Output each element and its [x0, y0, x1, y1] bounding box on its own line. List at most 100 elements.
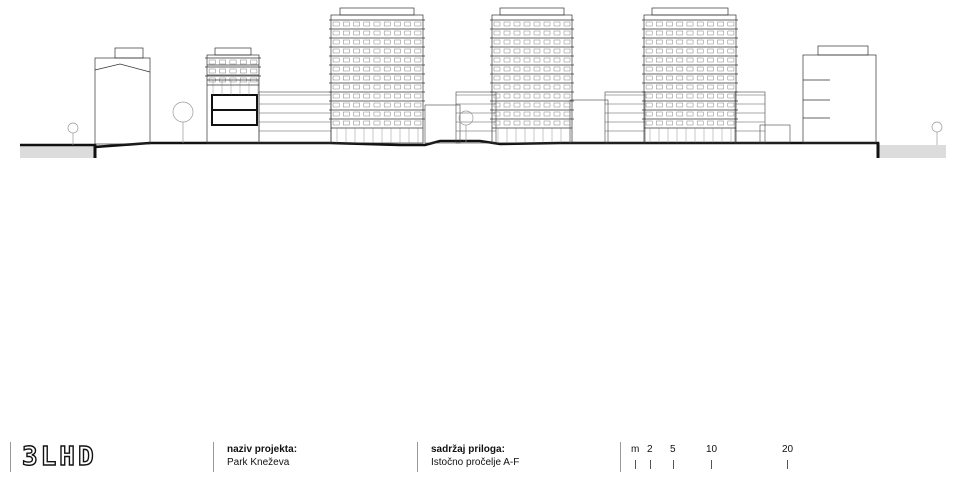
- facade-window: [533, 93, 541, 99]
- facade-window: [343, 102, 350, 108]
- facade-window: [414, 102, 422, 108]
- facade-window: [645, 111, 653, 117]
- facade-window: [707, 75, 714, 81]
- facade-window: [707, 120, 714, 126]
- facade-window: [656, 84, 663, 90]
- facade-window: [656, 21, 663, 27]
- facade-window: [543, 39, 551, 45]
- facade-window: [666, 39, 673, 45]
- facade-window: [513, 57, 521, 63]
- facade-window: [503, 102, 511, 108]
- facade-window: [332, 30, 340, 36]
- facade-window: [543, 111, 551, 117]
- facade-window: [513, 93, 521, 99]
- facade-window: [363, 102, 371, 108]
- facade-window: [404, 93, 411, 99]
- facade-window: [656, 48, 663, 54]
- facade-window: [543, 102, 551, 108]
- facade-window: [363, 111, 371, 117]
- facade-window: [707, 66, 714, 72]
- facade-window: [666, 102, 673, 108]
- facade-window: [553, 48, 561, 54]
- facade-window: [666, 66, 673, 72]
- facade-window: [394, 93, 401, 99]
- facade-window: [543, 84, 551, 90]
- facade-window: [513, 48, 521, 54]
- facade-window: [686, 111, 694, 117]
- facade-window: [686, 84, 694, 90]
- facade-window: [707, 102, 714, 108]
- facade-window: [394, 30, 401, 36]
- building-right-side: [802, 45, 877, 144]
- facade-window: [503, 120, 511, 126]
- facade-window: [353, 120, 360, 126]
- scale-tick: [787, 460, 788, 469]
- facade-window: [394, 120, 401, 126]
- title-block: 3LHD naziv projekta: Park Kneževa sadrža…: [0, 434, 960, 479]
- facade-window: [373, 75, 381, 81]
- facade-window: [383, 102, 391, 108]
- project-name-value: Park Kneževa: [227, 457, 290, 468]
- facade-window: [414, 111, 422, 117]
- facade-window: [707, 30, 714, 36]
- facade-window: [353, 66, 360, 72]
- facade-window: [676, 111, 684, 117]
- building-tower-3: [643, 7, 737, 144]
- facade-window: [543, 66, 551, 72]
- facade-window: [503, 84, 511, 90]
- facade-window: [727, 102, 735, 108]
- facade-detail: [205, 19, 765, 143]
- facade-window: [503, 57, 511, 63]
- facade-window: [343, 84, 350, 90]
- facade-window: [363, 21, 371, 27]
- building-tower-2: [491, 7, 573, 144]
- facade-window: [353, 75, 360, 81]
- facade-window: [414, 57, 422, 63]
- facade-window: [656, 39, 663, 45]
- facade-window: [533, 57, 541, 63]
- facade-window: [696, 120, 704, 126]
- facade-window: [656, 102, 663, 108]
- facade-window: [383, 84, 391, 90]
- facade-window: [676, 48, 684, 54]
- facade-window: [563, 93, 571, 99]
- facade-window: [656, 111, 663, 117]
- facade-window: [553, 93, 561, 99]
- facade-window: [523, 75, 531, 81]
- facade-window: [353, 39, 360, 45]
- facade-window: [332, 21, 340, 27]
- facade-window: [394, 102, 401, 108]
- facade-window: [493, 39, 501, 45]
- facade-window: [523, 39, 531, 45]
- facade-window: [383, 66, 391, 72]
- facade-window: [414, 21, 422, 27]
- facade-window: [563, 102, 571, 108]
- facade-window: [666, 30, 673, 36]
- facade-window: [686, 93, 694, 99]
- facade-window: [332, 39, 340, 45]
- facade-window: [707, 39, 714, 45]
- facade-window: [353, 84, 360, 90]
- facade-window: [332, 84, 340, 90]
- facade-window: [717, 57, 724, 63]
- facade-window: [563, 21, 571, 27]
- facade-window: [717, 30, 724, 36]
- separator: [620, 442, 621, 472]
- facade-window: [513, 102, 521, 108]
- facade-window: [727, 75, 735, 81]
- east-elevation-drawing: [20, 7, 946, 158]
- facade-window: [383, 57, 391, 63]
- facade-window: [353, 93, 360, 99]
- facade-window: [493, 93, 501, 99]
- facade-window: [656, 66, 663, 72]
- facade-window: [394, 66, 401, 72]
- facade-window: [414, 48, 422, 54]
- facade-window: [563, 30, 571, 36]
- facade-window: [696, 57, 704, 63]
- facade-window: [563, 66, 571, 72]
- facade-window: [563, 48, 571, 54]
- facade-window: [404, 30, 411, 36]
- facade-window: [686, 102, 694, 108]
- facade-window: [523, 111, 531, 117]
- facade-window: [363, 39, 371, 45]
